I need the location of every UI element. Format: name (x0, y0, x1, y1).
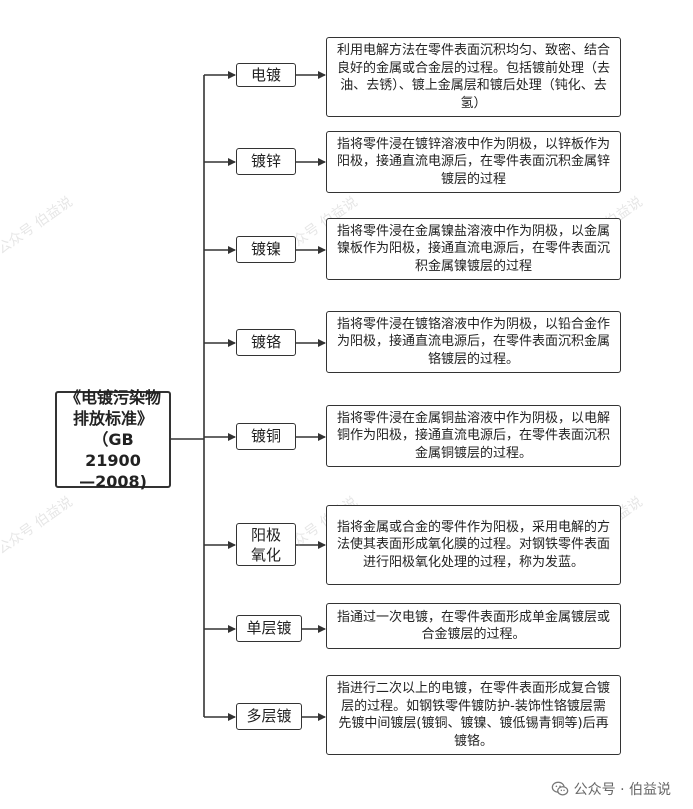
term-label: 镀铜 (250, 427, 281, 445)
term-node-single-layer: 单层镀 (236, 615, 302, 642)
term-label: 单层镀 (246, 619, 292, 637)
desc-node-single-layer: 指通过一次电镀，在零件表面形成单金属镀层或合金镀层的过程。 (326, 603, 621, 649)
arrow-head (318, 71, 326, 79)
term-label: 阳极氧化 (250, 525, 281, 564)
arrow-head (228, 246, 236, 254)
arrow-head (318, 433, 326, 441)
desc-text: 利用电解方法在零件表面沉积均匀、致密、结合良好的金属或合金层的过程。包括镀前处理… (336, 43, 610, 111)
desc-text: 指将零件浸在镀锌溶液中作为阴极，以锌板作为阳极，接通直流电源后，在零件表面沉积金… (336, 136, 610, 187)
term-label: 镀铬 (250, 333, 281, 351)
desc-node-nickel: 指将零件浸在金属镍盐溶液中作为阴极，以金属镍板作为阳极，接通直流电源后，在零件表… (326, 218, 621, 280)
root-node: 《电镀污染物 排放标准》 （GB 21900 —2008) (55, 388, 171, 491)
arrow-head (318, 339, 326, 347)
arrow-head (318, 713, 326, 721)
arrow-head (228, 158, 236, 166)
root-line: 《电镀污染物 (64, 388, 161, 407)
arrow-head (318, 158, 326, 166)
term-label: 镀锌 (250, 152, 281, 170)
arrow-head (318, 246, 326, 254)
desc-node-chrome: 指将零件浸在镀铬溶液中作为阴极，以铅合金作为阳极，接通直流电源后，在零件表面沉积… (326, 311, 621, 373)
wechat-icon (551, 781, 568, 796)
desc-node-anodizing: 指将金属或合金的零件作为阳极，采用电解的方法使其表面形成氧化膜的过程。对钢铁零件… (326, 505, 621, 585)
term-node-multi-layer: 多层镀 (236, 703, 302, 730)
term-label: 电镀 (250, 65, 281, 84)
term-node-anodizing: 阳极氧化 (236, 523, 296, 566)
desc-text: 指将零件浸在镀铬溶液中作为阴极，以铅合金作为阳极，接通直流电源后，在零件表面沉积… (336, 316, 610, 367)
desc-node-electroplating: 利用电解方法在零件表面沉积均匀、致密、结合良好的金属或合金层的过程。包括镀前处理… (326, 37, 621, 117)
desc-text: 指进行二次以上的电镀，在零件表面形成复合镀层的过程。如钢铁零件镀防护-装饰性铬镀… (336, 681, 610, 749)
term-node-copper: 镀铜 (236, 423, 296, 450)
arrow-head (228, 339, 236, 347)
desc-node-multi-layer: 指进行二次以上的电镀，在零件表面形成复合镀层的过程。如钢铁零件镀防护-装饰性铬镀… (326, 675, 621, 755)
arrow-head (228, 625, 236, 633)
term-label: 镀镍 (250, 240, 281, 258)
desc-text: 指通过一次电镀，在零件表面形成单金属镀层或合金镀层的过程。 (336, 609, 610, 643)
term-node-electroplating: 电镀 (236, 63, 296, 87)
desc-node-copper: 指将零件浸在金属铜盐溶液中作为阴极，以电解铜作为阳极，接通直流电源后，在零件表面… (326, 405, 621, 467)
arrow-head (318, 625, 326, 633)
root-line: —2008) (79, 472, 147, 491)
arrow-head (228, 713, 236, 721)
term-node-chrome: 镀铬 (236, 329, 296, 356)
term-node-zinc: 镀锌 (236, 148, 296, 175)
root-line: （GB 21900 (85, 430, 141, 470)
arrow-head (228, 433, 236, 441)
desc-text: 指将零件浸在金属铜盐溶液中作为阴极，以电解铜作为阳极，接通直流电源后，在零件表面… (336, 410, 610, 461)
footer-credit: 公众号 · 伯益说 (551, 779, 671, 799)
term-node-nickel: 镀镍 (236, 236, 296, 263)
arrow-head (228, 541, 236, 549)
arrow-head (318, 541, 326, 549)
footer-text: 公众号 · 伯益说 (573, 782, 671, 798)
root-line: 排放标准》 (72, 409, 153, 428)
term-label: 多层镀 (246, 707, 292, 725)
arrow-head (228, 71, 236, 79)
desc-text: 指将金属或合金的零件作为阳极，采用电解的方法使其表面形成氧化膜的过程。对钢铁零件… (336, 519, 610, 570)
desc-text: 指将零件浸在金属镍盐溶液中作为阴极，以金属镍板作为阳极，接通直流电源后，在零件表… (336, 223, 610, 274)
desc-node-zinc: 指将零件浸在镀锌溶液中作为阴极，以锌板作为阳极，接通直流电源后，在零件表面沉积金… (326, 131, 621, 193)
